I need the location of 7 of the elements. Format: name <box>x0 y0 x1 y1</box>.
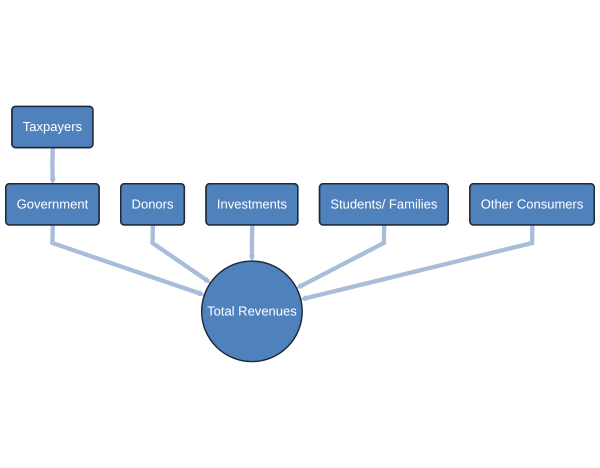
arrow <box>150 225 211 284</box>
arrow <box>300 225 535 302</box>
arrow <box>296 225 386 289</box>
arrow <box>248 225 256 262</box>
arrow <box>50 225 205 296</box>
node-circle: Total Revenues <box>200 260 303 362</box>
arrow <box>49 148 56 184</box>
